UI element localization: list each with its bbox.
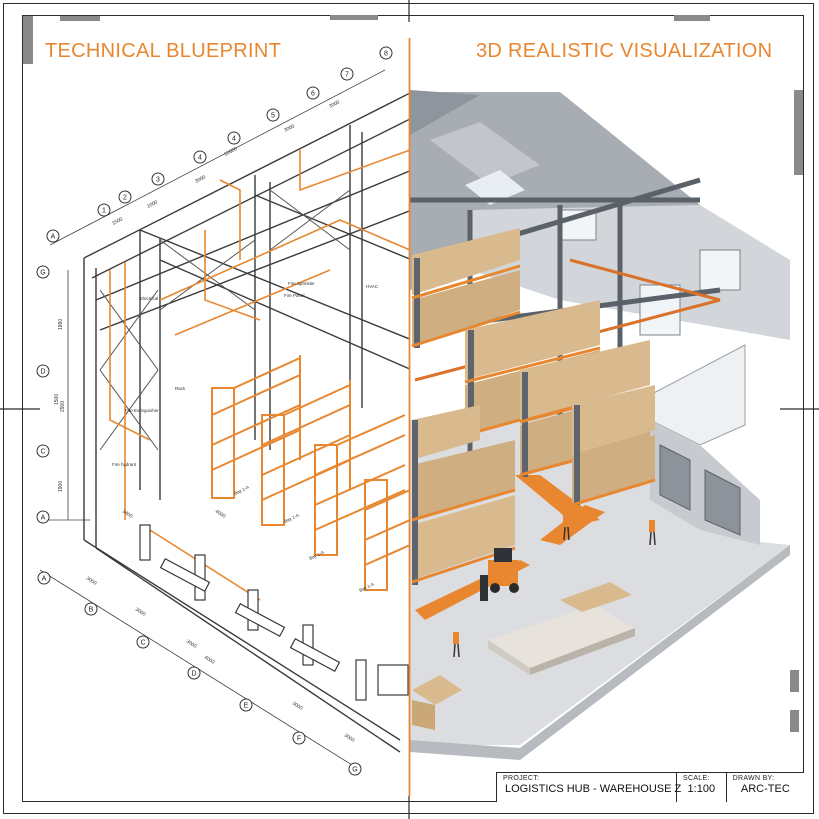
annotation-text: Fire Sprinkler — [288, 281, 315, 286]
floor-pallets — [412, 582, 635, 730]
annotation-text: Fire Extinguisher — [125, 408, 159, 413]
dimension-value: 2900 — [60, 401, 66, 412]
dimension-value: 3400 — [121, 509, 134, 520]
dimension-value: 1900 — [58, 481, 64, 492]
frame-tabs — [23, 15, 803, 732]
grid-label: F — [297, 736, 301, 743]
rack-3d — [411, 228, 521, 348]
workers — [453, 515, 655, 644]
drawn-by-label: DRAWN BY: — [732, 775, 775, 782]
grid-label: G — [40, 270, 45, 277]
grid-label: 1 — [102, 208, 106, 215]
visualization-heading: 3D REALISTIC VISUALIZATION — [476, 40, 773, 62]
dimension-value: 4000 — [203, 655, 216, 666]
grid-label: 5 — [271, 113, 275, 120]
grid-label: B — [89, 607, 94, 614]
rack-unit — [211, 355, 301, 499]
grid-label: 6 — [311, 91, 315, 98]
grid-label: D — [40, 369, 45, 376]
racks-3d — [410, 228, 790, 760]
annotation-text: Electrical — [140, 296, 158, 301]
skylight — [430, 122, 540, 185]
annotation-text: Fire hydrant — [112, 462, 137, 467]
project-cell: PROJECT: LOGISTICS HUB - WAREHOUSE Z — [497, 773, 682, 802]
cross-bracing — [99, 189, 351, 451]
annotation-text: Bay 1-A — [358, 582, 375, 593]
top-grid-bubbles — [97, 46, 393, 217]
dimension-value: 1500 — [111, 216, 124, 226]
rack-3d — [571, 385, 656, 507]
grid-label: C — [40, 449, 45, 456]
loading-doors — [659, 444, 741, 536]
scale-label: SCALE: — [683, 775, 710, 782]
annotation-text: HVAC — [366, 284, 379, 289]
dimension-value: 3000 — [134, 607, 147, 618]
grid-label: D — [191, 671, 196, 678]
grid-label: A — [41, 515, 46, 522]
grid-label: 4 — [198, 155, 202, 162]
dimension-value: 4000 — [214, 509, 227, 520]
top-grid-labels: 1 2 3 4 4 5 6 7 8 — [102, 51, 388, 215]
scale-value: 1:100 — [687, 783, 716, 795]
project-value: LOGISTICS HUB - WAREHOUSE Z — [505, 783, 682, 795]
grid-label: 7 — [345, 72, 349, 79]
annotation-text: Bay 1-A — [233, 485, 250, 496]
service-lines — [109, 149, 410, 601]
blueprint-heading: TECHNICAL BLUEPRINT — [45, 40, 282, 62]
dimension-texts: 1500 1000 3000 12000 3000 3000 1880 1500… — [54, 99, 356, 744]
dimension-value: 3000 — [185, 639, 198, 650]
dimension-value: 1880 — [58, 319, 64, 330]
bottom-grid-labels: A B C D E F G — [42, 576, 358, 774]
title-block: PROJECT: LOGISTICS HUB - WAREHOUSE Z SCA… — [496, 772, 804, 802]
bottom-grid-bubbles — [37, 571, 362, 776]
roof-panel — [410, 90, 480, 135]
grid-label: C — [140, 640, 145, 647]
dimension-value: 12000 — [223, 146, 238, 158]
grid-label: A — [51, 234, 56, 241]
scale-cell: SCALE: 1:100 — [677, 773, 727, 802]
left-grid-bubbles — [36, 229, 60, 524]
dimension-value: 3000 — [194, 174, 207, 184]
grid-label: 3 — [156, 177, 160, 184]
rack-frames — [211, 355, 410, 591]
grid-label: 4 — [232, 136, 236, 143]
left-grid-labels: A G D C A — [40, 234, 55, 522]
annotation-text: Bay 1-A — [283, 513, 300, 524]
floor-columns — [139, 524, 409, 701]
dimension-value: 3000 — [283, 123, 296, 133]
annotation-text: Bay 1-A — [308, 550, 325, 561]
annotation-text: Fire Panel — [284, 293, 305, 298]
dimension-value: 1000 — [146, 199, 159, 209]
dimension-value: 3000 — [343, 733, 356, 744]
drawn-by-value: ARC-TEC — [740, 783, 790, 795]
grid-label: A — [42, 576, 47, 583]
skylight — [465, 170, 525, 205]
grid-label: 2 — [123, 195, 127, 202]
worker-legs — [453, 526, 656, 658]
rack-unit — [364, 479, 410, 591]
dimension-value: 3000 — [85, 576, 98, 587]
project-label: PROJECT: — [503, 775, 540, 782]
grid-label: 8 — [384, 51, 388, 58]
grid-label: G — [352, 767, 357, 774]
dimension-value: 3000 — [328, 99, 341, 109]
blueprint-annotations: Fire Sprinkler HVAC Fire Panel Electrica… — [112, 281, 379, 593]
dimension-value: 1500 — [54, 394, 60, 405]
annotation-text: Rack — [175, 386, 186, 391]
rack-unit — [314, 414, 406, 556]
wall-windows — [559, 209, 741, 336]
dimension-value: 3000 — [291, 701, 304, 712]
forklift — [480, 548, 519, 601]
grid-label: E — [244, 703, 249, 710]
back-wall — [470, 205, 790, 340]
drawn-by-cell: DRAWN BY: ARC-TEC — [727, 773, 804, 802]
blueprint-drawing — [39, 69, 410, 771]
building-outline — [83, 92, 410, 753]
